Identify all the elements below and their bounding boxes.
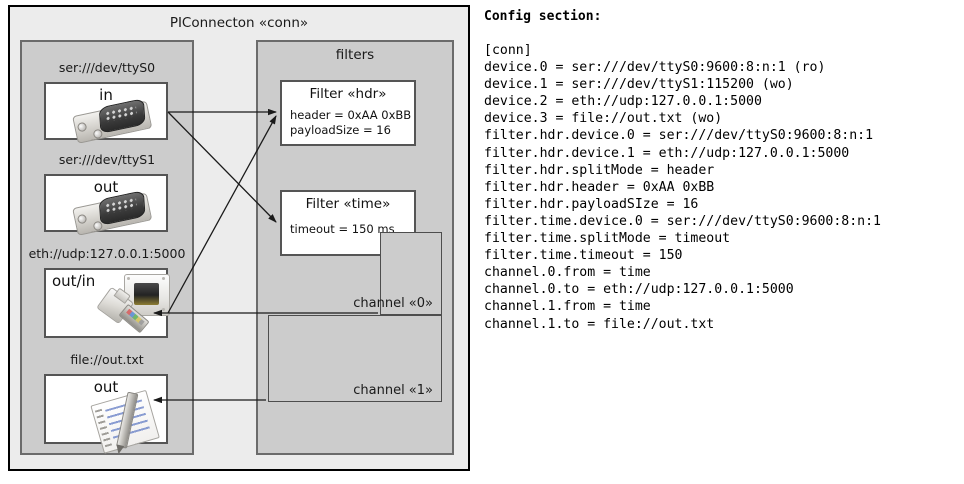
filters-panel: filters Filter «hdr» header = 0xAA 0xBB … (256, 40, 454, 455)
device-label-ser-ttys1: ser:///dev/ttyS1 (58, 152, 156, 167)
filter-time-title: Filter «time» (305, 196, 391, 212)
filter-box-hdr[interactable]: Filter «hdr» header = 0xAA 0xBB payloadS… (280, 80, 416, 146)
config-section-heading: Config section: (484, 9, 602, 24)
device-label-file-out: file://out.txt (70, 352, 144, 367)
device-caption-in-0: in (99, 86, 113, 104)
config-section-text: [conn] device.0 = ser:///dev/ttyS0:9600:… (484, 43, 881, 332)
device-box-eth-udp[interactable]: out/in (44, 268, 170, 338)
ethernet-connector-icon (96, 274, 194, 336)
channel-box-1[interactable]: channel «1» (268, 315, 442, 402)
device-caption-out-1: out (93, 178, 119, 196)
channel-box-0[interactable]: channel «0» (353, 232, 442, 315)
config-panel: Config section: [conn] device.0 = ser://… (478, 0, 964, 484)
filter-hdr-title: Filter «hdr» (309, 86, 387, 102)
device-label-ser-ttys0: ser:///dev/ttyS0 (58, 60, 156, 75)
channel-1-label: channel «1» (353, 383, 433, 398)
channel-0-label: channel «0» (353, 296, 433, 311)
device-caption-out-3: out (93, 378, 119, 396)
filter-hdr-prop-payloadsize: payloadSize = 16 (290, 123, 391, 137)
diagram-panel: PIConnecton «conn» ser:///dev/ttyS0 in s… (0, 0, 478, 484)
device-box-ser-ttys1[interactable]: out (44, 174, 168, 236)
filters-panel-title: filters (335, 47, 375, 63)
device-label-eth-udp: eth://udp:127.0.0.1:5000 (28, 246, 186, 261)
device-caption-outin-2: out/in (52, 272, 96, 290)
filter-time-prop-timeout: timeout = 150 ms (290, 222, 395, 236)
device-box-file-out[interactable]: out (44, 374, 168, 454)
outer-box-title: PIConnecton «conn» (169, 15, 309, 31)
devices-panel: ser:///dev/ttyS0 in ser:///dev/ttyS1 out (20, 40, 194, 455)
device-box-ser-ttys0[interactable]: in (44, 82, 168, 144)
filter-hdr-prop-header: header = 0xAA 0xBB (290, 108, 412, 122)
